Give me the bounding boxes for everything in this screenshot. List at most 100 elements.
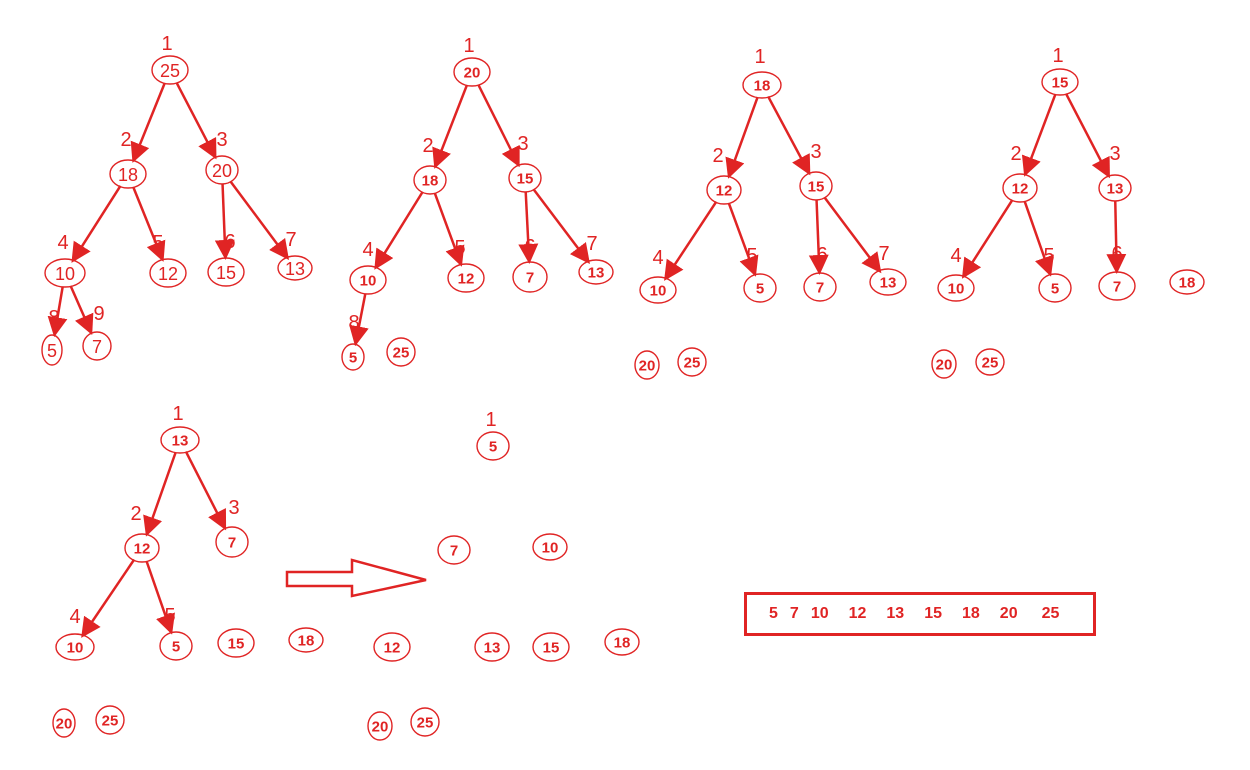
node-index-label: 5: [746, 245, 757, 267]
node-circle: [160, 426, 200, 454]
node-value: 25: [160, 61, 180, 81]
node-circle: [706, 175, 742, 205]
node-value: 13: [285, 259, 305, 279]
node-index-label: 5: [152, 232, 163, 254]
result-value: 20: [999, 605, 1018, 622]
heap-node: 76: [803, 244, 837, 302]
node-circle: [1002, 173, 1038, 203]
heap-node: 12: [373, 632, 411, 662]
node-circle: [109, 159, 147, 189]
node-circle: [639, 276, 677, 304]
node-index-label: 2: [130, 503, 141, 525]
node-value: 25: [102, 713, 119, 730]
tree-edge-arrow: [1106, 200, 1127, 275]
heap-node: 122: [124, 503, 160, 563]
heap-node: 182: [109, 129, 147, 189]
node-value: 10: [542, 540, 559, 557]
node-circle: [869, 268, 907, 296]
heap-node: 104: [349, 239, 387, 295]
node-circle: [578, 259, 614, 285]
node-circle: [1041, 68, 1079, 96]
node-index-label: 1: [463, 35, 474, 57]
node-index-label: 1: [161, 33, 172, 55]
node-circle: [367, 711, 393, 741]
heap-node: 20: [634, 350, 660, 380]
heap-node: 25: [410, 707, 440, 737]
tree-edge-arrow: [130, 82, 166, 163]
heap-node: 181: [742, 46, 782, 99]
node-value: 5: [756, 281, 764, 298]
node-value: 12: [458, 271, 475, 288]
heap-node: 55: [159, 605, 193, 661]
node-value: 15: [228, 636, 245, 653]
tree-edge-arrow: [81, 558, 136, 638]
node-index-label: 2: [712, 145, 723, 167]
node-value: 5: [349, 350, 357, 367]
node-value: 12: [158, 264, 178, 284]
node-circle: [604, 628, 640, 656]
heap-node: 25: [95, 705, 125, 735]
node-index-label: 4: [652, 247, 663, 269]
node-index-label: 5: [454, 237, 465, 259]
node-circle: [742, 71, 782, 99]
tree-edge-arrow: [725, 96, 759, 179]
node-circle: [205, 155, 239, 185]
node-circle: [386, 337, 416, 367]
node-value: 13: [588, 265, 605, 282]
tree-edge-arrow: [349, 293, 369, 347]
node-index-label: 3: [810, 141, 821, 163]
tree-edge-arrow: [518, 191, 539, 265]
node-circle: [341, 343, 365, 371]
node-circle: [217, 628, 255, 658]
node-circle: [931, 349, 957, 379]
node-circle: [1169, 269, 1205, 295]
heap-node: 122: [1002, 143, 1038, 203]
heap-node: 131: [160, 403, 200, 454]
node-value: 15: [517, 171, 534, 188]
node-index-label: 5: [1043, 245, 1054, 267]
tree-edge-arrow: [143, 451, 177, 537]
tree-edge-arrow: [214, 183, 235, 261]
node-value: 7: [1113, 279, 1121, 296]
heap-node: 251: [151, 33, 189, 85]
node-circle: [44, 258, 86, 288]
node-value: 15: [216, 263, 236, 283]
node-value: 10: [948, 281, 965, 298]
node-circle: [95, 705, 125, 735]
tree-edge-arrow: [229, 180, 290, 260]
tree-edge-arrow: [727, 202, 759, 277]
node-circle: [413, 165, 447, 195]
node-value: 20: [639, 358, 656, 375]
node-index-label: 6: [524, 236, 535, 258]
node-value: 13: [1107, 181, 1124, 198]
transition-arrow: [285, 558, 427, 598]
node-circle: [803, 272, 837, 302]
result-value: 15: [924, 605, 942, 622]
node-circle: [799, 171, 833, 201]
node-value: 10: [67, 640, 84, 657]
node-circle: [373, 632, 411, 662]
tree-edge-arrow: [433, 192, 465, 267]
heap-node: 25: [677, 347, 707, 377]
node-index-label: 4: [57, 232, 68, 254]
node-index-label: 2: [120, 129, 131, 151]
heap-node: 12 5: [149, 232, 187, 288]
node-index-label: 3: [1109, 143, 1120, 165]
heap-node: 55: [743, 245, 777, 303]
node-circle: [975, 348, 1005, 376]
nodes-layer: 2511822031041251561375879201182153104125…: [41, 33, 1205, 741]
heap-node: 104: [55, 606, 95, 661]
node-circle: [743, 273, 777, 303]
node-circle: [508, 163, 542, 193]
tree-edge-arrow: [145, 560, 175, 635]
heap-node: 25: [975, 348, 1005, 376]
node-value: 7: [228, 535, 236, 552]
heap-node: 76: [1098, 243, 1136, 301]
heap-node: 20: [52, 708, 76, 738]
node-circle: [41, 334, 63, 366]
node-index-label: 6: [816, 244, 827, 266]
tree-edge-arrow: [175, 81, 217, 160]
heap-node: 13: [474, 632, 510, 662]
node-circle: [532, 632, 570, 662]
node-circle: [207, 257, 245, 287]
